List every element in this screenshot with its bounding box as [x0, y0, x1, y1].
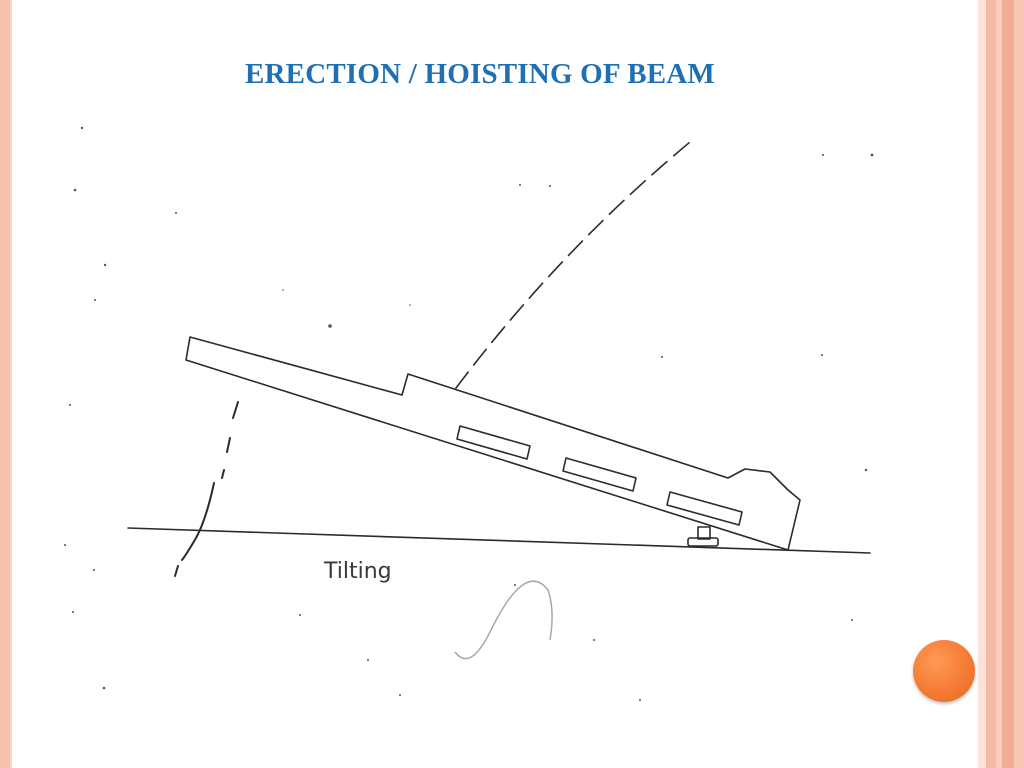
- beam-slot-3: [666, 491, 743, 526]
- scan-speckles: [64, 126, 874, 701]
- support-block: [697, 526, 711, 540]
- left-border-line: [10, 0, 12, 768]
- beam-slot-2: [562, 457, 637, 492]
- pencil-curve: [454, 580, 553, 660]
- slide-title: ERECTION / HOISTING OF BEAM: [244, 58, 715, 90]
- accent-circle: [913, 640, 975, 702]
- left-support-sketch: [174, 401, 239, 577]
- support-base: [687, 537, 719, 547]
- right-border-decoration: [978, 0, 1024, 768]
- hoisting-cable: [455, 141, 691, 389]
- beam-slot-1: [456, 425, 531, 460]
- left-border-decoration: [0, 0, 10, 768]
- beam-outline: [185, 336, 801, 551]
- beam-tilting-sketch: Tilting: [64, 126, 874, 701]
- tilting-label: Tilting: [323, 559, 392, 584]
- ground-line: [127, 527, 871, 554]
